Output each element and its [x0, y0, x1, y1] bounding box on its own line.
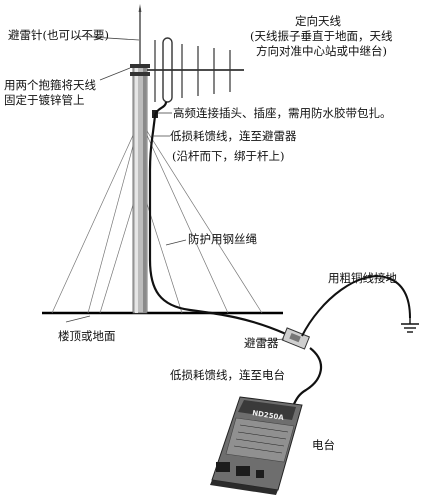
feeder-label-line1: 低损耗馈线，连至避雷器 — [170, 129, 297, 143]
antenna-title-label: 定向天线 — [295, 14, 341, 28]
antenna-elements — [154, 40, 231, 102]
galvanized-mast — [132, 65, 148, 314]
antenna-note-line2: 方向对准中心站或中继台) — [256, 44, 387, 58]
roof-label: 楼顶或地面 — [58, 329, 116, 343]
antenna-clamps — [130, 64, 150, 76]
antenna-note-line1: (天线振子垂直于地面，天线 — [250, 29, 393, 43]
driven-element — [162, 37, 173, 103]
radio-device — [210, 396, 303, 495]
feeder-radio-label: 低损耗馈线，连至电台 — [170, 368, 285, 382]
lightning-rod — [138, 4, 142, 70]
ground-copper-label: 用粗铜线接地 — [328, 271, 397, 285]
clamp-label-line1: 用两个抱箍将天线 — [4, 78, 96, 92]
ground-copper-wire — [301, 275, 411, 337]
arrester-label: 避雷器 — [244, 336, 279, 350]
lightning-rod-label: 避雷针(也可以不要) — [8, 28, 109, 42]
clamp-label-line2: 固定于镀锌管上 — [4, 93, 85, 107]
feeder-label-line2: (沿杆而下，绑于杆上) — [172, 149, 285, 163]
lightning-arrester — [281, 327, 311, 350]
radio-label: 电台 — [312, 438, 335, 452]
guy-wire-label: 防护用钢丝绳 — [188, 232, 257, 246]
connector-label: 高频连接插头、插座，需用防水胶带包扎。 — [173, 106, 392, 120]
feeder-cable-mast — [148, 101, 287, 336]
ground-icon — [401, 318, 419, 333]
pointer-lines — [65, 35, 285, 342]
